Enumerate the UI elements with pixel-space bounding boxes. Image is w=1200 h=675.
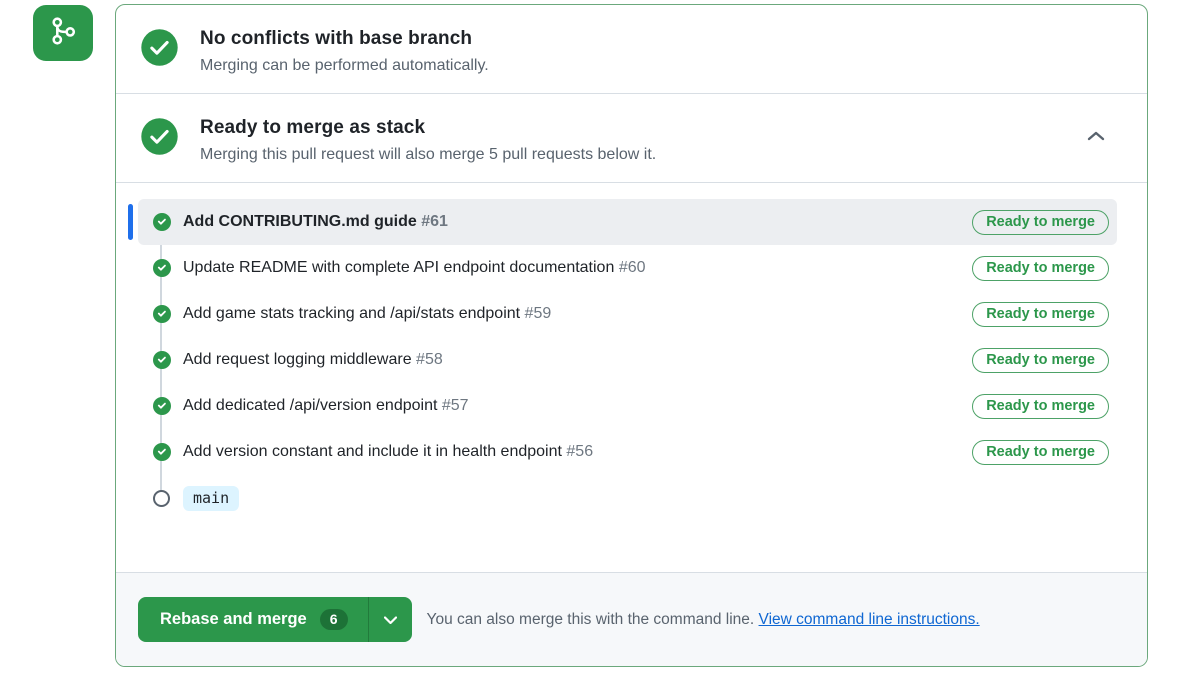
pr-title: Update README with complete API endpoint… — [183, 259, 615, 276]
merge-options-dropdown-button[interactable] — [367, 597, 412, 642]
check-circle-icon — [153, 397, 171, 415]
merge-actions-footer: Rebase and merge 6 You can also merge th… — [116, 572, 1147, 666]
merge-button-label: Rebase and merge — [160, 610, 307, 628]
merge-count-badge: 6 — [319, 609, 348, 630]
status-badge: Ready to merge — [972, 439, 1109, 465]
mergeability-section: No conflicts with base branch Merging ca… — [116, 5, 1147, 93]
check-circle-icon — [140, 28, 179, 67]
check-circle-icon — [153, 259, 171, 277]
pr-number: #61 — [421, 213, 448, 230]
stack-pr-list: Add CONTRIBUTING.md guide #61 Ready to m… — [116, 182, 1147, 572]
caret-down-icon — [383, 612, 397, 627]
status-badge: Ready to merge — [972, 209, 1109, 235]
cli-merge-text: You can also merge this with the command… — [426, 610, 755, 628]
pr-number: #56 — [566, 443, 594, 460]
check-circle-icon — [153, 305, 171, 323]
stacked-pr-app-icon — [33, 5, 93, 61]
pr-title: Add version constant and include it in h… — [183, 443, 562, 460]
pr-title: Add dedicated /api/version endpoint — [183, 397, 438, 414]
collapse-stack-button[interactable] — [1085, 129, 1107, 146]
status-badge: Ready to merge — [972, 393, 1109, 419]
merge-box-panel: No conflicts with base branch Merging ca… — [115, 4, 1148, 667]
pr-number: #59 — [524, 305, 552, 322]
pr-title: Add CONTRIBUTING.md guide — [183, 213, 417, 230]
stack-pr-row[interactable]: Add version constant and include it in h… — [138, 429, 1117, 475]
mergeability-subtitle: Merging can be performed automatically. — [200, 57, 489, 74]
status-badge: Ready to merge — [972, 347, 1109, 373]
mergeability-title: No conflicts with base branch — [200, 28, 473, 49]
rebase-and-merge-button[interactable]: Rebase and merge 6 — [138, 597, 368, 642]
check-circle-icon — [153, 213, 171, 231]
merge-button-group: Rebase and merge 6 — [138, 597, 412, 642]
current-pr-indicator-bar — [128, 204, 133, 240]
base-branch-row: main — [138, 475, 1117, 521]
pr-number: #57 — [441, 397, 469, 414]
cli-instructions-link[interactable]: View command line instructions. — [758, 610, 980, 628]
pr-number: #58 — [416, 351, 443, 368]
check-circle-icon — [153, 351, 171, 369]
stack-ready-title: Ready to merge as stack — [200, 117, 426, 138]
pr-title: Add game stats tracking and /api/stats e… — [183, 305, 521, 322]
stack-pr-row[interactable]: Update README with complete API endpoint… — [138, 245, 1117, 291]
stack-pr-row[interactable]: Add game stats tracking and /api/stats e… — [138, 291, 1117, 337]
base-branch-circle-icon — [153, 489, 170, 507]
stack-pr-row[interactable]: Add request logging middleware #58 Ready… — [138, 337, 1117, 383]
stack-pr-row[interactable]: Add dedicated /api/version endpoint #57 … — [138, 383, 1117, 429]
status-badge: Ready to merge — [972, 255, 1109, 281]
pr-title: Add request logging middleware — [183, 351, 412, 368]
check-circle-icon — [140, 117, 179, 156]
status-badge: Ready to merge — [972, 301, 1109, 327]
stack-ready-section: Ready to merge as stack Merging this pul… — [116, 93, 1147, 182]
stack-ready-subtitle: Merging this pull request will also merg… — [200, 146, 657, 163]
chevron-up-icon — [1085, 129, 1107, 146]
pr-number: #60 — [618, 259, 646, 276]
check-circle-icon — [153, 443, 171, 461]
git-branch-icon — [44, 13, 82, 54]
base-branch-label[interactable]: main — [183, 485, 240, 511]
stack-pr-row-current[interactable]: Add CONTRIBUTING.md guide #61 Ready to m… — [128, 199, 1117, 245]
